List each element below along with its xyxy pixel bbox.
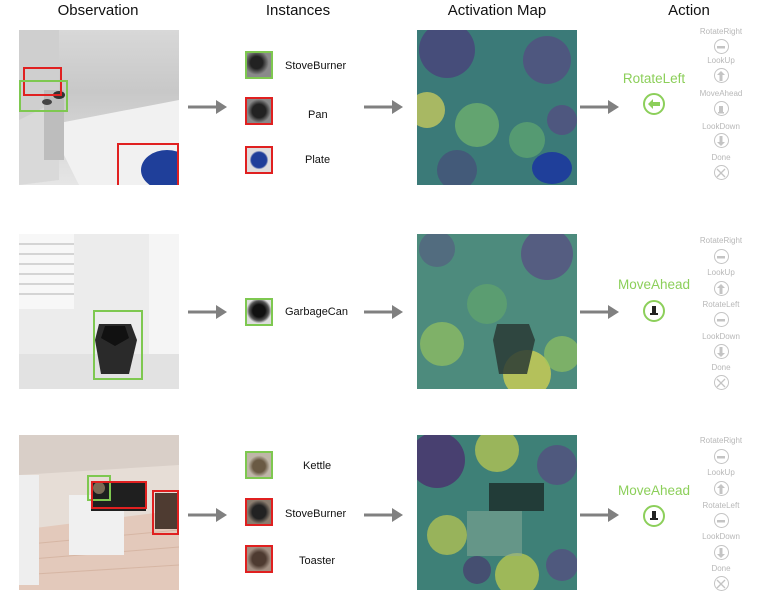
- instance-label: StoveBurner: [285, 508, 347, 520]
- action-option-label: RotateLeft: [702, 501, 740, 510]
- instance-label: Toaster: [299, 555, 336, 567]
- flow-arrow: [188, 508, 227, 522]
- action-option-label: RotateLeft: [702, 300, 740, 309]
- action-option-label: LookUp: [707, 56, 735, 65]
- instance-thumb-1: [245, 51, 273, 79]
- bbox-stoveburner: [19, 80, 68, 112]
- header-action: Action: [668, 2, 710, 19]
- instance-label: GarbageCan: [285, 306, 348, 318]
- arrow-left-icon: [714, 312, 729, 327]
- action-option-label: Done: [711, 363, 731, 372]
- header-instances: Instances: [265, 2, 331, 19]
- instance-thumb-2: [245, 498, 273, 526]
- room-scene: [19, 234, 179, 389]
- action-option-label: LookDown: [702, 122, 740, 131]
- action-option-label: Done: [711, 564, 731, 573]
- action-option-label: LookDown: [702, 532, 740, 541]
- observation-image: [19, 435, 179, 590]
- arrow-right-icon: [714, 249, 729, 264]
- arrow-up-icon: [714, 281, 729, 296]
- instance-thumb-3: [245, 545, 273, 573]
- activation-heatmap: [417, 234, 577, 389]
- flow-arrow: [364, 100, 403, 114]
- bbox-plate: [117, 143, 179, 185]
- move-ahead-icon: [643, 505, 665, 527]
- header-activation-map: Activation Map: [447, 2, 547, 19]
- action-option-label: Done: [711, 153, 731, 162]
- x-icon: [714, 375, 729, 390]
- kitchen-scene: [19, 30, 179, 185]
- flow-arrow: [580, 100, 619, 114]
- action-option-label: LookUp: [707, 468, 735, 477]
- flow-arrow: [364, 305, 403, 319]
- instance-thumb-1: [245, 451, 273, 479]
- x-icon: [714, 165, 729, 180]
- selected-action-label: RotateLeft: [622, 71, 686, 86]
- arrow-right-icon: [714, 449, 729, 464]
- flow-arrow: [364, 508, 403, 522]
- selected-action-label: MoveAhead: [617, 483, 691, 498]
- kitchen-scene: [19, 435, 179, 590]
- observation-image: [19, 234, 179, 389]
- instance-label: Plate: [305, 154, 331, 166]
- action-option-label: MoveAhead: [699, 89, 743, 98]
- flow-arrow: [580, 305, 619, 319]
- arrow-down-icon: [714, 545, 729, 560]
- instance-thumb-3: [245, 146, 273, 174]
- arrow-left-icon: [714, 513, 729, 528]
- move-ahead-icon: [643, 300, 665, 322]
- move-ahead-icon: [714, 101, 729, 116]
- arrow-left-icon: [643, 93, 665, 115]
- activation-heatmap: [417, 435, 577, 590]
- instance-label: Kettle: [303, 460, 332, 472]
- action-option-label: LookDown: [702, 332, 740, 341]
- bbox-garbagecan: [93, 310, 143, 380]
- x-icon: [714, 576, 729, 591]
- activation-map: [417, 435, 577, 590]
- action-option-label: LookUp: [707, 268, 735, 277]
- flow-arrow: [580, 508, 619, 522]
- action-option-label: RotateRight: [699, 27, 743, 36]
- instance-label: StoveBurner: [285, 60, 347, 72]
- instance-label: Pan: [308, 109, 328, 121]
- observation-image: [19, 30, 179, 185]
- activation-map: [417, 234, 577, 389]
- instance-thumb-1: [245, 298, 273, 326]
- arrow-down-icon: [714, 344, 729, 359]
- arrow-right-icon: [714, 39, 729, 54]
- instance-thumb-2: [245, 97, 273, 125]
- bbox-stoveburner: [91, 481, 147, 509]
- arrow-up-icon: [714, 68, 729, 83]
- bbox-kettle: [87, 475, 111, 501]
- flow-arrow: [188, 100, 227, 114]
- arrow-down-icon: [714, 133, 729, 148]
- flow-arrow: [188, 305, 227, 319]
- activation-map: [417, 30, 577, 185]
- activation-heatmap: [417, 30, 577, 185]
- header-observation: Observation: [57, 2, 139, 19]
- action-option-label: RotateRight: [699, 436, 743, 445]
- arrow-up-icon: [714, 481, 729, 496]
- bbox-toaster: [152, 490, 179, 535]
- selected-action-label: MoveAhead: [617, 277, 691, 292]
- action-option-label: RotateRight: [699, 236, 743, 245]
